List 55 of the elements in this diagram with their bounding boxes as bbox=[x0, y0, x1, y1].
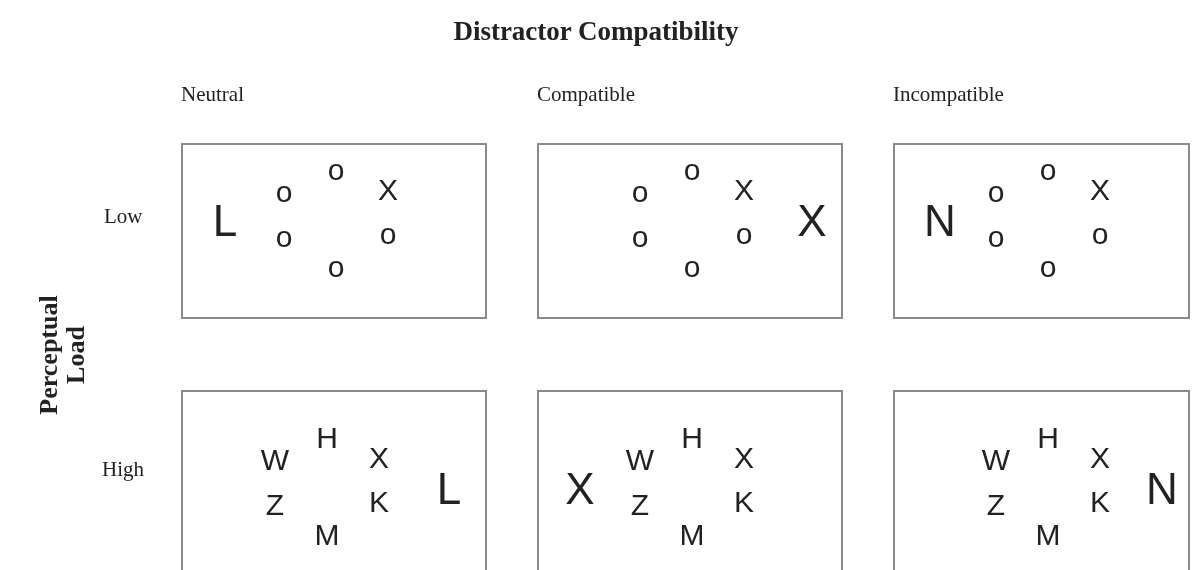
distractor-letter: o bbox=[1091, 219, 1109, 249]
row-label: Low bbox=[104, 206, 143, 227]
distractor-letter: M bbox=[314, 520, 340, 550]
display-frame bbox=[893, 143, 1190, 319]
distractor-letter: o bbox=[631, 222, 649, 252]
distractor-letter: o bbox=[683, 155, 701, 185]
distractor-letter: X bbox=[1090, 443, 1110, 473]
target-letter: N bbox=[1146, 467, 1178, 511]
distractor-letter: o bbox=[987, 222, 1005, 252]
distractor-letter: W bbox=[625, 445, 655, 475]
distractor-letter: K bbox=[734, 487, 754, 517]
distractor-letter: o bbox=[683, 252, 701, 282]
distractor-letter: H bbox=[681, 423, 703, 453]
target-letter: L bbox=[212, 199, 238, 243]
column-label: Incompatible bbox=[893, 84, 1004, 105]
distractor-letter: Z bbox=[986, 490, 1006, 520]
display-frame bbox=[181, 390, 487, 570]
distractor-letter: H bbox=[1037, 423, 1059, 453]
target-letter: X bbox=[565, 467, 595, 511]
axis-title: Perceptual Load bbox=[34, 294, 90, 417]
distractor-letter: o bbox=[987, 177, 1005, 207]
target-letter: X bbox=[797, 199, 827, 243]
display-frame bbox=[181, 143, 487, 319]
chart-title: Distractor Compatibility bbox=[452, 18, 740, 45]
distractor-letter: K bbox=[1090, 487, 1110, 517]
target-letter: L bbox=[436, 467, 462, 511]
distractor-letter: o bbox=[275, 222, 293, 252]
distractor-letter: M bbox=[679, 520, 705, 550]
distractor-letter: X bbox=[734, 443, 754, 473]
distractor-letter: o bbox=[327, 155, 345, 185]
distractor-letter: Z bbox=[630, 490, 650, 520]
distractor-letter: o bbox=[1039, 155, 1057, 185]
column-label: Neutral bbox=[181, 84, 244, 105]
distractor-letter: X bbox=[1090, 175, 1110, 205]
distractor-letter: o bbox=[1039, 252, 1057, 282]
distractor-letter: W bbox=[981, 445, 1011, 475]
distractor-letter: X bbox=[369, 443, 389, 473]
distractor-letter: o bbox=[735, 219, 753, 249]
distractor-letter: o bbox=[275, 177, 293, 207]
display-frame bbox=[893, 390, 1190, 570]
display-frame bbox=[537, 390, 843, 570]
distractor-letter: M bbox=[1035, 520, 1061, 550]
display-frame bbox=[537, 143, 843, 319]
column-label: Compatible bbox=[537, 84, 635, 105]
distractor-letter: o bbox=[379, 219, 397, 249]
target-letter: N bbox=[924, 199, 956, 243]
distractor-letter: o bbox=[327, 252, 345, 282]
distractor-letter: K bbox=[369, 487, 389, 517]
distractor-letter: X bbox=[378, 175, 398, 205]
distractor-letter: Z bbox=[265, 490, 285, 520]
distractor-letter: X bbox=[734, 175, 754, 205]
distractor-letter: W bbox=[260, 445, 290, 475]
distractor-letter: o bbox=[631, 177, 649, 207]
row-label: High bbox=[102, 459, 144, 480]
distractor-letter: H bbox=[316, 423, 338, 453]
